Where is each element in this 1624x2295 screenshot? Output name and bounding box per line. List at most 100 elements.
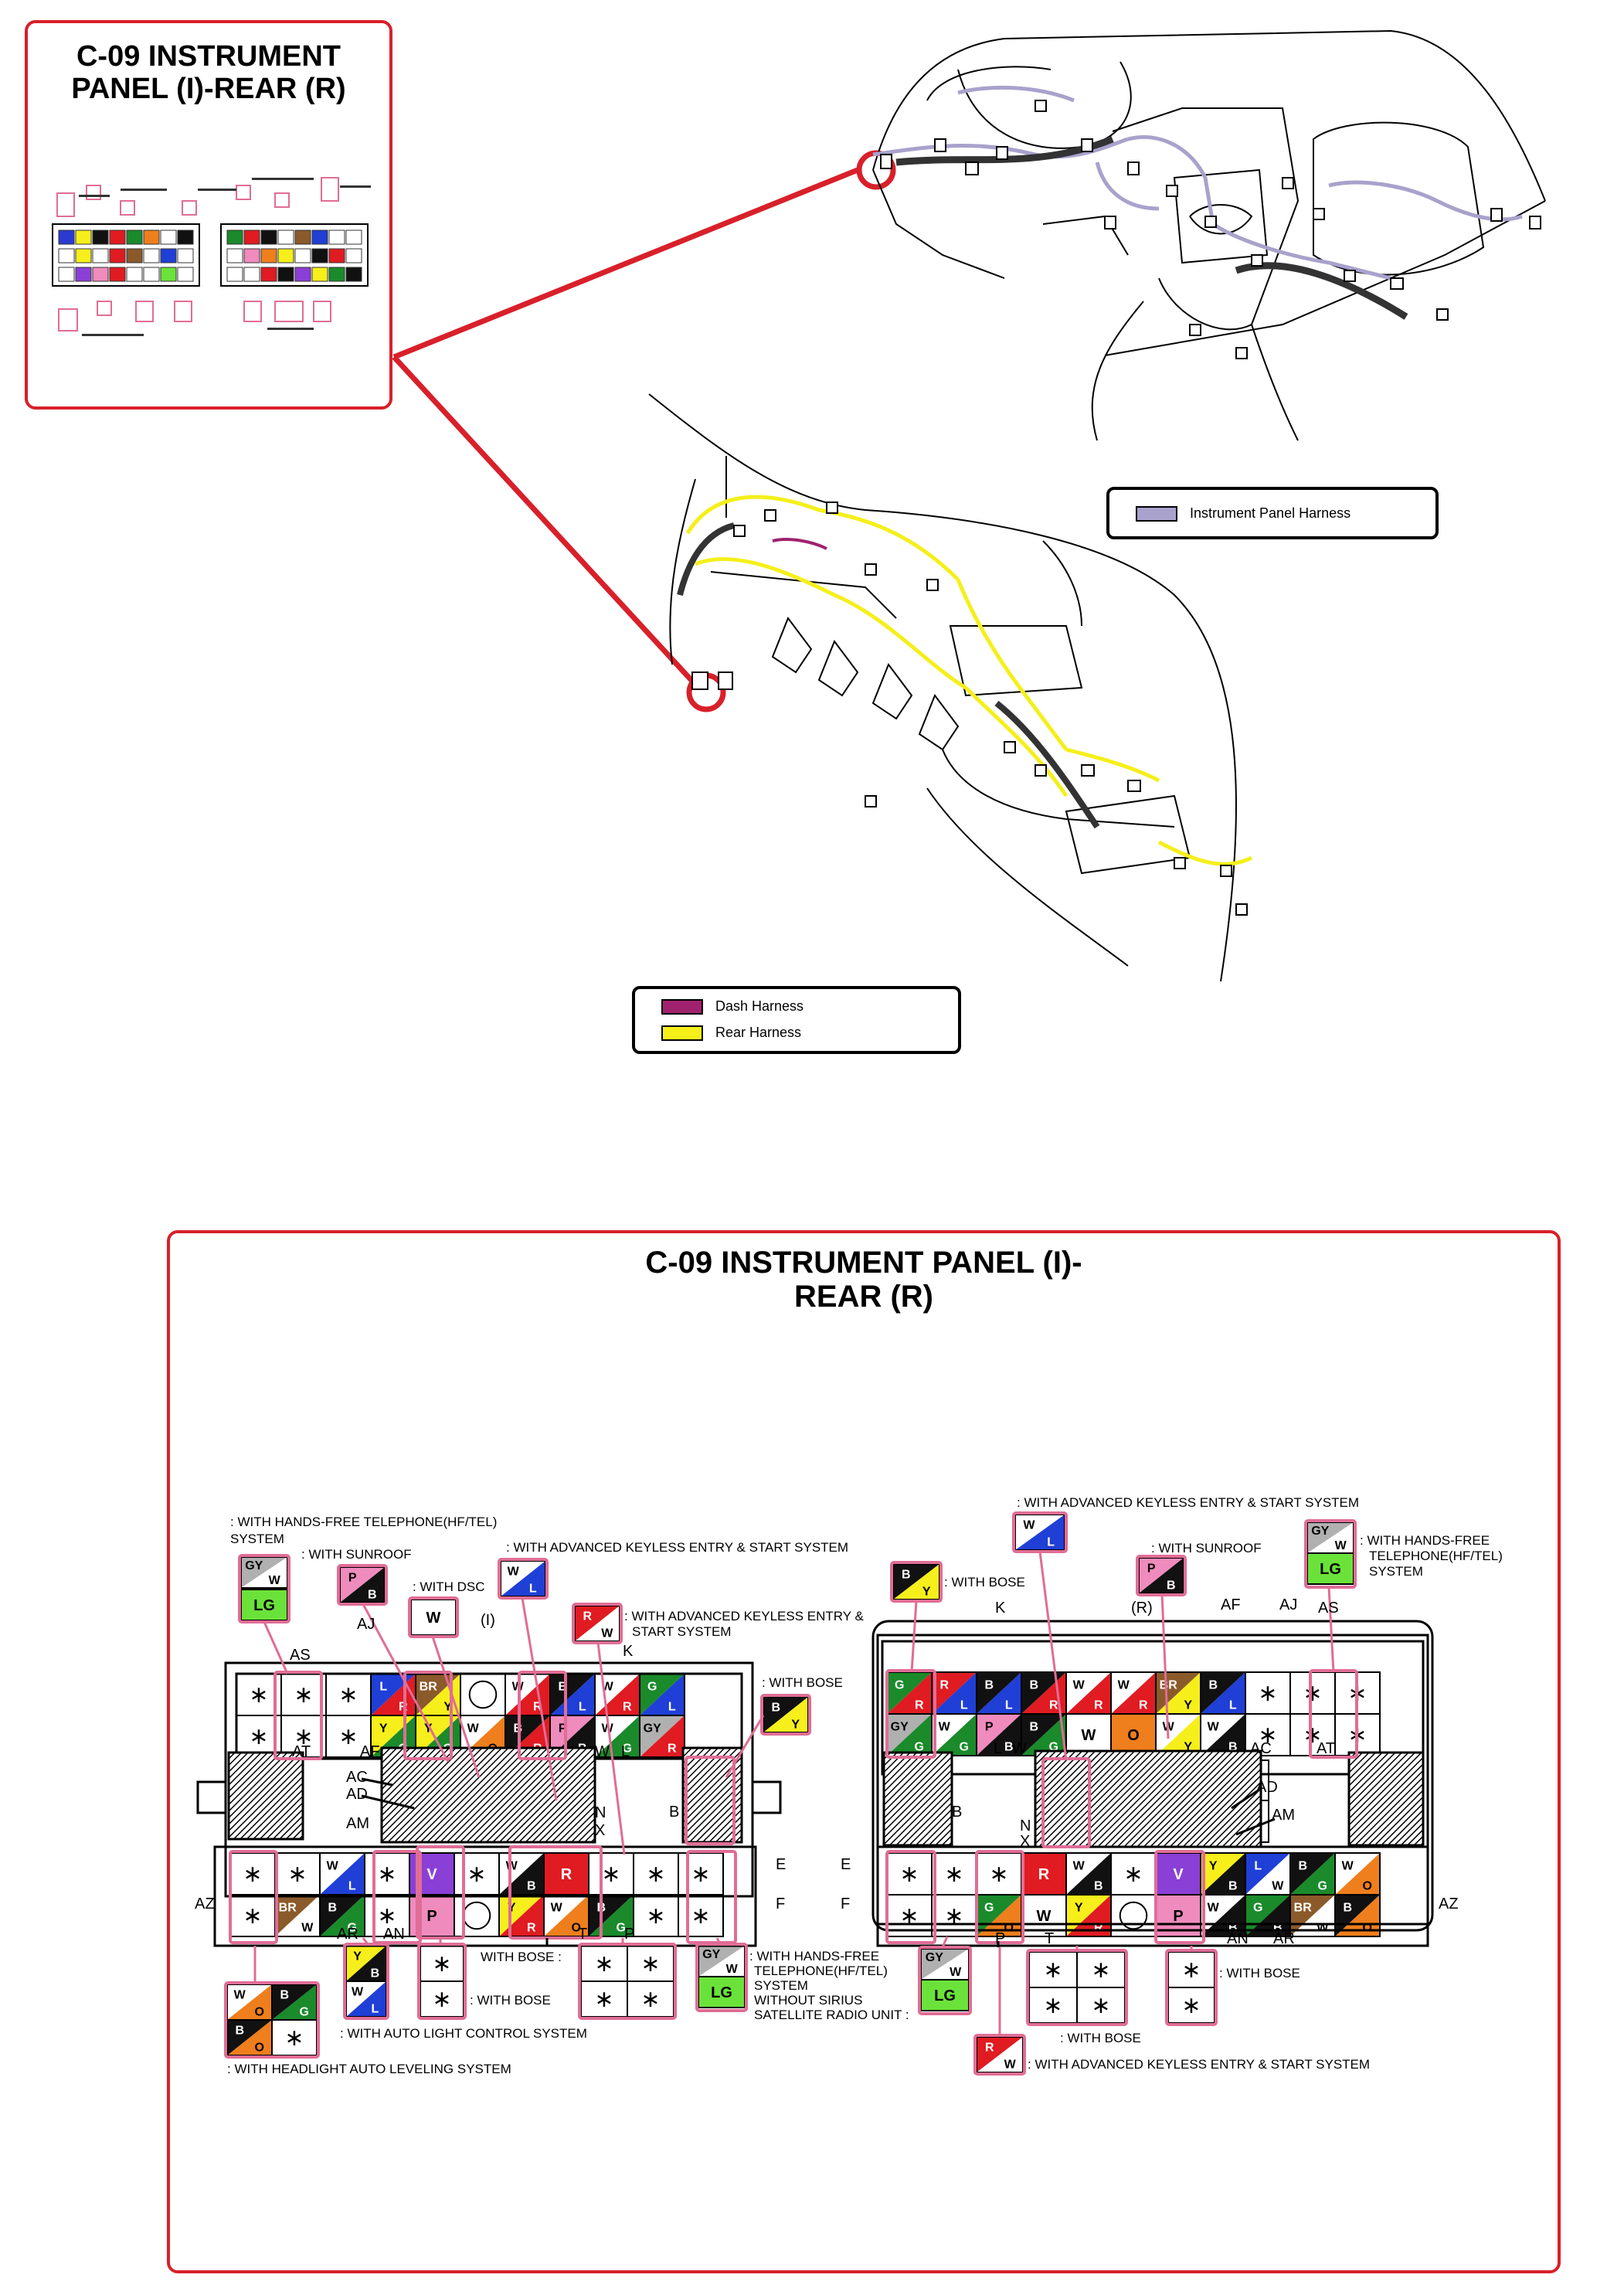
wire-code: W [551,1902,563,1915]
pin-cell: ∗ [274,1852,321,1896]
note-hf-tel2c: SYSTEM [754,1978,808,1993]
pin-cell: ∗ [236,1715,282,1758]
blank-pin-mark: ∗ [338,1682,358,1708]
pin-letter-an: AN [383,1926,405,1943]
empty-pin-circle [468,1680,498,1709]
blank-pin-mark: ∗ [467,1862,486,1887]
pin-letter-am: AM [346,1815,369,1832]
note-hf-tel: : WITH HANDS-FREE TELEPHONE(HF/TEL) [230,1515,498,1529]
pin-letter-an: AN [1227,1930,1249,1947]
wire-code: B [527,1880,536,1893]
pin-letter-k: K [623,1643,634,1660]
callout-auto-light [343,1943,389,2020]
pin-letter-l: L [621,1743,630,1760]
wire-code: W [1037,1908,1052,1925]
note-satellite: SATELLITE RADIO UNIT : [754,2008,909,2022]
wire-code: Y [508,1902,516,1915]
wire-code: R [668,1742,677,1756]
note-keyless1: : WITH ADVANCED KEYLESS ENTRY & START SY… [506,1540,849,1555]
wire-code: L [579,1701,586,1714]
wire-code: Y [1075,1902,1083,1915]
note-hf-tel-a: : WITH HANDS-FREE [1360,1533,1490,1548]
pin-cell: LG [920,1979,970,2011]
pin-letter-f: F [841,1896,851,1912]
pin-letter-b: B [669,1804,680,1821]
wire-code: Y [1209,1860,1218,1873]
pin-letter-e: E [776,1856,787,1873]
leader-line [361,1794,415,1810]
pin-cell: ∗ [280,1715,327,1758]
dashboard-illustration [872,29,1546,441]
pin-letter-n: N [595,1804,606,1821]
wire-code: Y [353,1950,362,1963]
wire-code: L [372,2002,379,2015]
pin-cell: ∗ [1028,1951,1078,1988]
pin-letter-ac: AC [346,1769,368,1786]
pin-cell: ∗ [364,1852,410,1896]
pin-letter-w: W [1012,1740,1027,1757]
wire-code: L [348,1880,356,1893]
pin-cell: RW [574,1605,620,1642]
wire-code: L [1229,1699,1237,1712]
pedal-area-illustration [648,393,1253,982]
wire-code: R [1094,1699,1103,1712]
pin-cell: BY [892,1563,940,1600]
note-hf-tel-b: TELEPHONE(HF/TEL) [1369,1549,1503,1563]
pin-cell: BG [319,1894,365,1937]
wire-code: G [984,1902,994,1915]
legend-instrument-panel: Instrument Panel Harness [1106,487,1439,539]
pin-cell: GYR [639,1715,685,1758]
wire-code: L [1254,1860,1262,1873]
leader-line [521,1597,558,1801]
wire-code: P [348,1571,357,1584]
pin-letter-ad: AD [1256,1779,1278,1796]
note-with-bose: WITH BOSE : [481,1950,562,1964]
pin-highlight-AN [1154,1850,1205,1944]
blank-pin-mark: ∗ [1123,1862,1143,1887]
pin-cell: WL [1014,1514,1065,1551]
wire-code: BR [1294,1902,1313,1915]
pin-cell: GYW [1306,1522,1354,1554]
pin-cell: WR [1110,1671,1157,1715]
pin-cell: BO [1334,1894,1381,1937]
blank-pin-mark: ∗ [640,1951,660,1977]
pin-cell: BRW [1289,1894,1336,1937]
leader-line [431,1636,481,1778]
wire-code: R [583,1610,592,1623]
wire-code: B [1094,1880,1103,1893]
inset-title: C-09 INSTRUMENT PANEL (I)-REAR (R) [28,40,389,105]
pin-cell: WG [931,1713,977,1756]
pin-highlight-AZ [229,1850,278,1944]
pin-cell: ∗ [627,1945,674,1982]
pin-highlight-X [508,1845,603,1940]
pin-letter-w: W [595,1743,610,1760]
blank-pin-mark: ∗ [294,1682,313,1708]
blank-pin-mark: ∗ [287,1862,307,1887]
leader-lines [224,1511,1358,2076]
wire-code: R [985,2041,994,2054]
wire-code: LG [934,1987,956,2004]
pin-letter-l: L [994,1740,1003,1757]
right-latch [751,1780,782,1814]
left-bottom-block [213,1845,757,1947]
blank-pin-mark: ∗ [646,1903,665,1929]
pin-letter-ar: AR [337,1926,358,1943]
pin-highlight-B [685,1756,736,1845]
wire-code: W [1208,1902,1220,1915]
legend-label: Dash Harness [715,998,804,1014]
blank-pin-mark: ∗ [646,1862,665,1887]
blank-pin-mark: ∗ [989,1862,1008,1887]
wire-code: W [426,1610,441,1627]
wire-code: P [1173,1908,1183,1925]
empty-pin-circle [462,1901,491,1930]
pin-letter-b: B [952,1804,963,1821]
right-connector-housing [871,1620,1434,1932]
pin-cell: ∗ [1167,1951,1215,1988]
pin-cell: WL [345,1980,387,2018]
pin-letter-ar: AR [1273,1930,1295,1947]
pin-cell [454,1894,500,1937]
wire-code: G [960,1741,969,1754]
pin-cell: PB [339,1566,386,1603]
right-b-block [882,1751,953,1847]
blank-pin-mark: ∗ [601,1862,620,1887]
